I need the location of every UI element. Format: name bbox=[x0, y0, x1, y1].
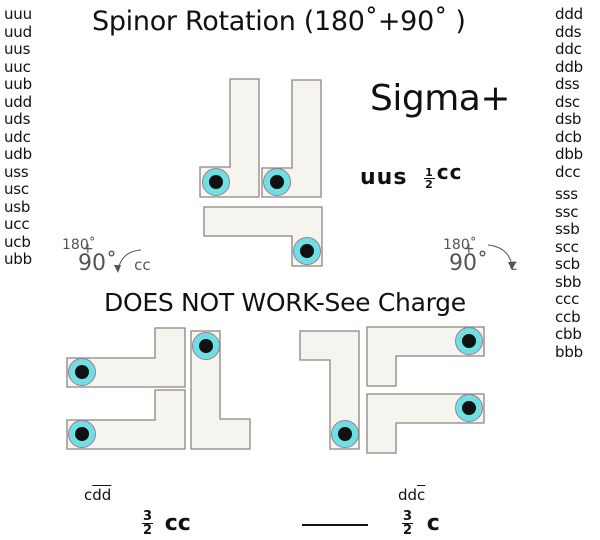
quark-combination: uds bbox=[4, 110, 31, 128]
charge-unit: cc bbox=[164, 510, 191, 536]
quark-combination: bbb bbox=[555, 342, 583, 361]
quark-combination: scb bbox=[555, 255, 580, 273]
rotation-deg2: 90˚ bbox=[78, 251, 117, 276]
rotation-label-left: 180˚ + 90˚ cc bbox=[62, 234, 151, 276]
rotation-direction: cc bbox=[134, 256, 151, 274]
quark-combination: uub bbox=[4, 75, 32, 93]
quark-plain: c bbox=[84, 486, 93, 504]
quark-combination: udc bbox=[4, 127, 31, 146]
quark-combination: ucc bbox=[4, 215, 30, 233]
quark-combination: dbb bbox=[555, 145, 583, 163]
quark-combination: usc bbox=[4, 180, 29, 198]
charge-fraction: 1 2 bbox=[424, 167, 435, 190]
quark-combination: dcb bbox=[555, 127, 582, 146]
quark-combination: cbb bbox=[555, 325, 582, 343]
quark-combination: ssc bbox=[555, 202, 579, 221]
quark-core-icon bbox=[209, 175, 223, 189]
quark-combination: ucb bbox=[4, 232, 31, 251]
quark-combination: uss bbox=[4, 162, 29, 181]
quark-combination: dsb bbox=[555, 110, 582, 128]
charge-denominator: 2 bbox=[403, 523, 413, 538]
quark-combination: ddd bbox=[555, 5, 583, 23]
warning-heading: DOES NOT WORK-See Charge bbox=[104, 288, 466, 317]
quark-combination: dsc bbox=[555, 92, 580, 111]
quark-combination: uud bbox=[4, 22, 32, 41]
l-shaped-block bbox=[66, 327, 186, 388]
quark-combination: uuu bbox=[4, 5, 32, 23]
quark-core-icon bbox=[462, 401, 476, 415]
counterclockwise-arrow-icon bbox=[117, 249, 142, 271]
charge-unit: c bbox=[426, 510, 440, 536]
quark-antiquark: dd bbox=[92, 486, 112, 504]
l-shaped-block bbox=[261, 79, 322, 198]
l-shaped-block bbox=[299, 330, 360, 450]
quark-combination: ccb bbox=[555, 307, 581, 326]
clockwise-arrowhead-icon bbox=[508, 262, 516, 270]
quark-combination: udd bbox=[4, 92, 32, 111]
quark-core-icon bbox=[300, 244, 314, 258]
quark-core-icon bbox=[270, 175, 284, 189]
bottom-right-charge: 3 2 c bbox=[400, 510, 440, 537]
quark-combination: scc bbox=[555, 237, 579, 256]
l-shaped-block bbox=[199, 78, 260, 198]
quark-core-icon bbox=[75, 427, 89, 441]
quark-combination: ubb bbox=[4, 250, 32, 268]
quark-antiquark: c bbox=[417, 486, 426, 504]
rotation-plus: + bbox=[82, 241, 94, 257]
l-shaped-block bbox=[366, 393, 485, 454]
quark-combination: dds bbox=[555, 22, 582, 41]
bottom-left-charge: 3 2 cc bbox=[140, 510, 191, 537]
quark-combination: ssb bbox=[555, 220, 580, 238]
l-shaped-block bbox=[66, 389, 186, 450]
quark-core-icon bbox=[75, 365, 89, 379]
quark-combination: uus bbox=[4, 40, 31, 58]
quark-combination: sbb bbox=[555, 272, 582, 291]
rotation-deg2: 90˚ bbox=[449, 251, 488, 276]
quark-combination: dss bbox=[555, 75, 580, 93]
charge-fraction: 3 2 bbox=[402, 509, 414, 538]
charge-fraction: 3 2 bbox=[142, 509, 154, 538]
counterclockwise-arrowhead-icon bbox=[114, 265, 121, 273]
rotation-deg1: 180˚ bbox=[62, 237, 96, 253]
charge-denominator: 2 bbox=[425, 177, 434, 191]
bottom-left-quarks: cdd bbox=[84, 486, 111, 504]
quark-plain: dd bbox=[398, 486, 418, 504]
charge-numerator: 1 bbox=[424, 165, 435, 179]
bottom-right-quarks: ddc bbox=[398, 486, 425, 504]
quark-combination: ddc bbox=[555, 40, 582, 58]
l-shaped-block bbox=[190, 330, 251, 450]
l-shaped-block bbox=[366, 326, 485, 387]
charge-denominator: 2 bbox=[143, 523, 153, 538]
quark-combination: dcc bbox=[555, 162, 581, 181]
quark-combination: ccc bbox=[555, 290, 580, 308]
quark-core-icon bbox=[462, 334, 476, 348]
l-shaped-block bbox=[203, 206, 323, 267]
quark-combination: ddb bbox=[555, 57, 583, 76]
quark-content: uus bbox=[360, 165, 408, 190]
quark-combination: sss bbox=[555, 185, 578, 203]
quark-core-icon bbox=[199, 339, 213, 353]
page-title: Spinor Rotation (180˚+90˚ ) bbox=[92, 6, 466, 37]
quark-combination: usb bbox=[4, 197, 31, 216]
quark-combination: uuc bbox=[4, 57, 31, 76]
rotation-plus: + bbox=[463, 241, 475, 257]
rotation-deg1: 180˚ bbox=[443, 237, 477, 253]
particle-name: Sigma+ bbox=[370, 78, 511, 119]
charge-numerator: 3 bbox=[402, 509, 414, 524]
quark-combination: udb bbox=[4, 145, 32, 163]
particle-composition: uus 1 2 cc bbox=[360, 160, 462, 190]
quark-core-icon bbox=[338, 427, 352, 441]
charge-unit: cc bbox=[436, 160, 463, 184]
charge-numerator: 3 bbox=[142, 509, 154, 524]
